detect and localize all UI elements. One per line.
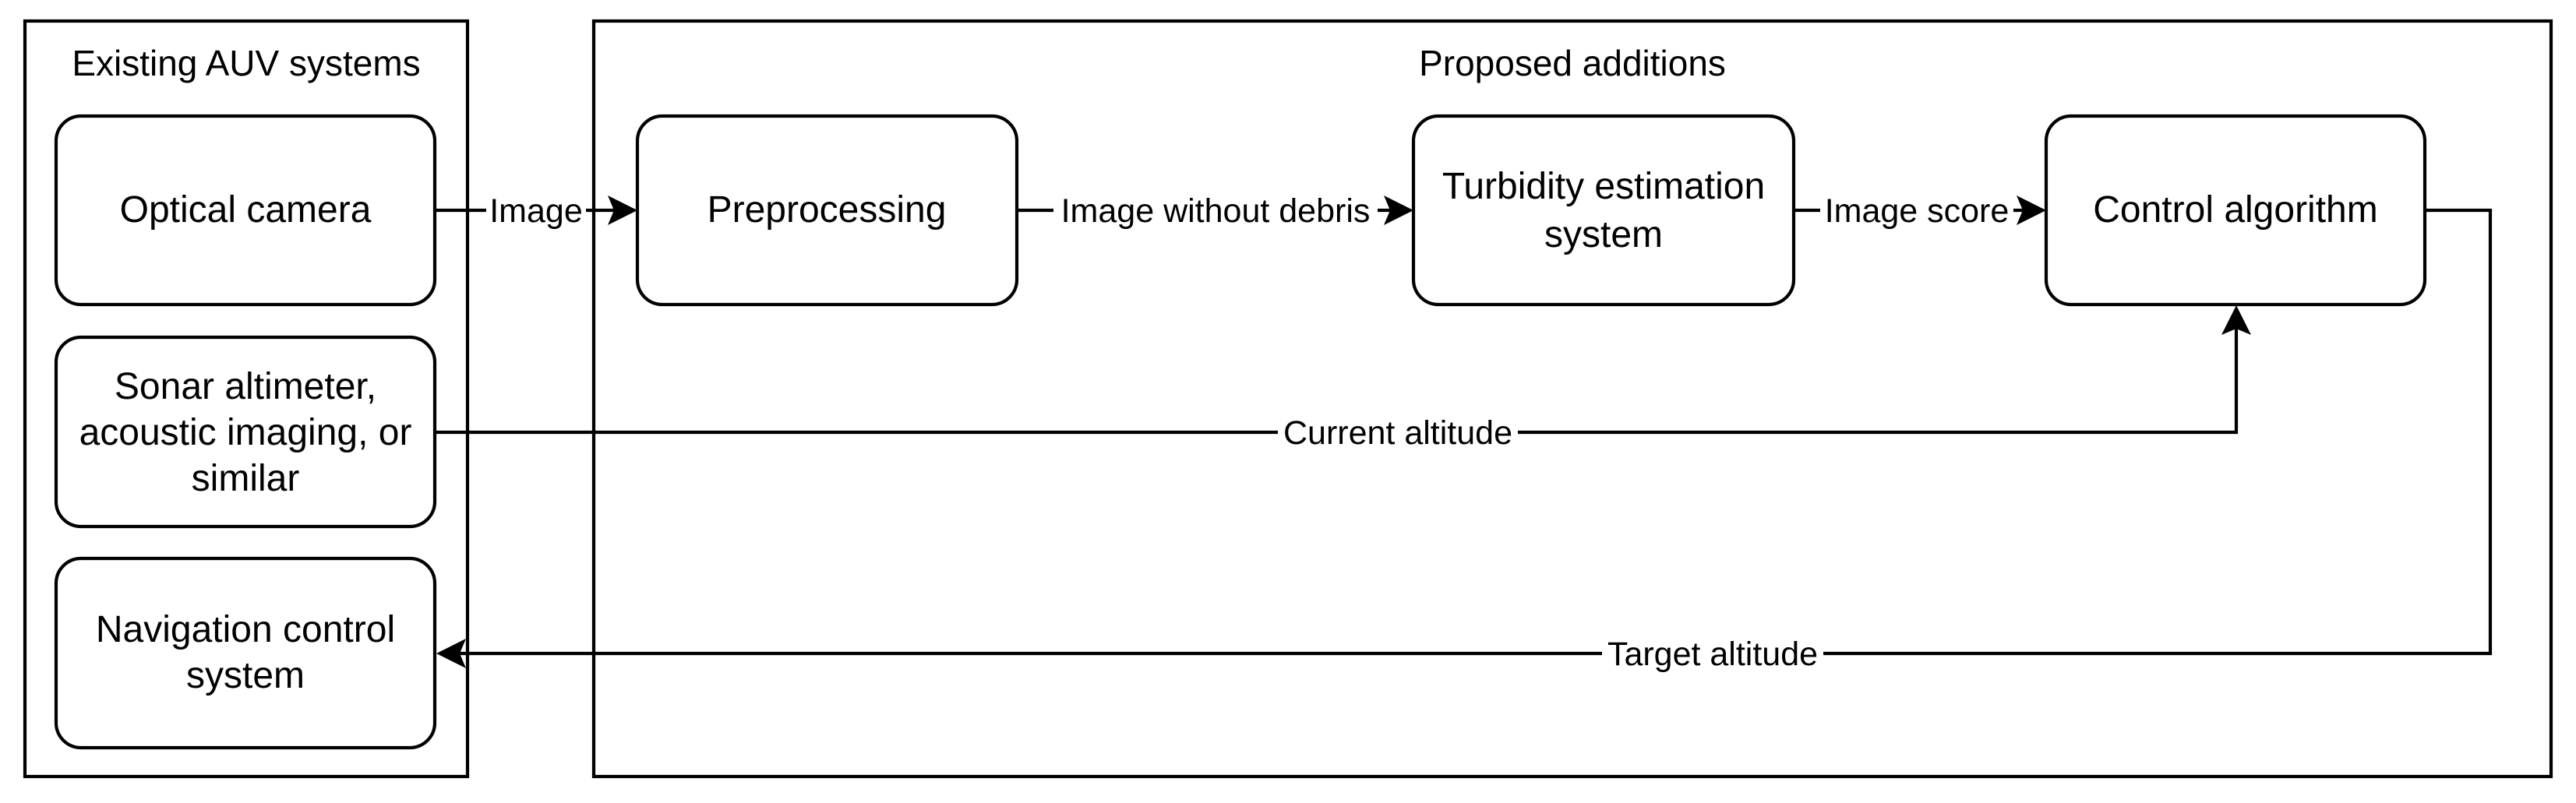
edge-image-score-arrowhead	[2017, 195, 2046, 225]
node-control-algorithm: Control algorithm	[2044, 114, 2427, 307]
node-preprocessing-label: Preprocessing	[708, 189, 947, 231]
node-optical-camera: Optical camera	[54, 114, 437, 307]
edge-current-altitude-line	[435, 319, 2239, 435]
edge-label-image: Image	[489, 192, 583, 230]
edge-label-image-without-debris: Image without debris	[1061, 192, 1371, 230]
edge-image-arrowhead	[608, 195, 637, 225]
node-sonar-label-line2: acoustic imaging, or	[79, 412, 412, 453]
node-preprocessing: Preprocessing	[635, 114, 1019, 307]
edge-label-current-altitude: Current altitude	[1283, 414, 1512, 452]
node-control-algorithm-label: Control algorithm	[2093, 189, 2377, 231]
node-navigation-label-line1: Navigation control	[96, 609, 395, 650]
node-turbidity-estimation: Turbidity estimation system	[1411, 114, 1796, 307]
node-sonar-label-line3: similar	[192, 458, 300, 499]
edge-image-without-debris-arrowhead	[1384, 195, 1413, 225]
node-navigation-label-line2: system	[186, 655, 305, 696]
edge-label-target-altitude: Target altitude	[1607, 636, 1818, 673]
node-navigation-control: Navigation control system	[54, 556, 437, 750]
existing-systems-title: Existing AUV systems	[72, 43, 420, 83]
node-sonar-label-line1: Sonar altimeter,	[115, 366, 376, 407]
edge-target-altitude-arrowhead	[436, 639, 466, 668]
edge-target-altitude-line	[450, 208, 2493, 656]
edge-label-image-score: Image score	[1825, 192, 2010, 230]
node-optical-camera-label: Optical camera	[120, 189, 372, 231]
node-turbidity-label-line2: system	[1544, 214, 1663, 255]
proposed-additions-title: Proposed additions	[1419, 43, 1726, 83]
node-sonar: Sonar altimeter, acoustic imaging, or si…	[54, 335, 437, 529]
edge-labels: Image Image without debris Image score C…	[486, 189, 2013, 674]
node-turbidity-label-line1: Turbidity estimation	[1442, 166, 1765, 207]
edge-current-altitude-arrowhead	[2221, 305, 2251, 335]
